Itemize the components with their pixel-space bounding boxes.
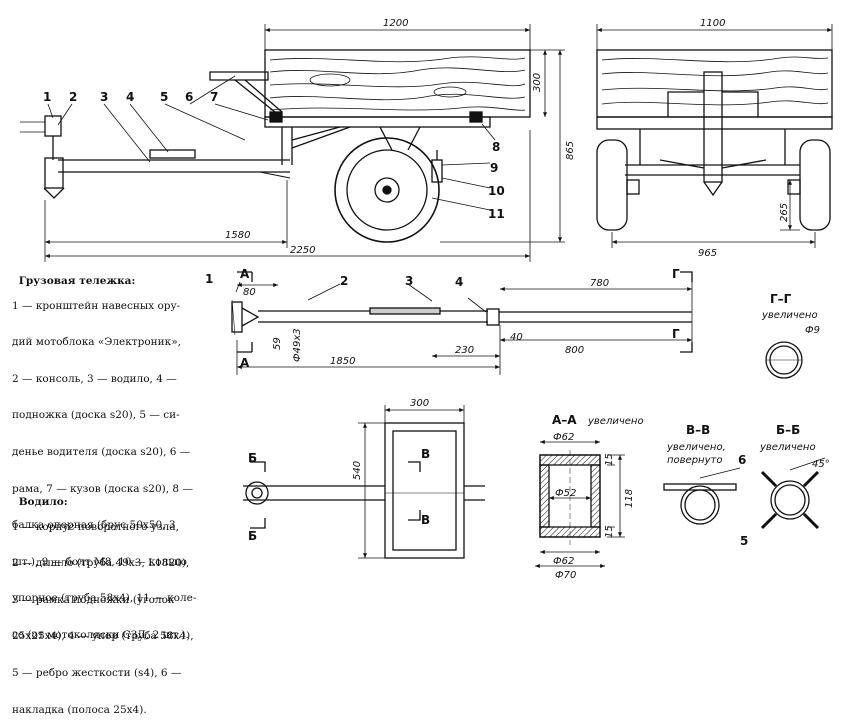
wheel-right [799, 139, 831, 231]
section-vv-note1: увеличено, [666, 442, 726, 453]
dim-d52: Ф52 [555, 488, 576, 499]
dim-540: 540 [352, 461, 363, 480]
dim-800: 800 [565, 345, 584, 356]
plan-callout-4: 4 [455, 275, 463, 289]
dim-2250: 2250 [290, 245, 315, 256]
plan-callout-2: 2 [340, 274, 348, 288]
dim-d9: Ф9 [805, 325, 820, 336]
dim-1850: 1850 [330, 356, 355, 367]
caption-line: 2 — дышло (труба 49x3, L1820), [12, 557, 190, 570]
caption-line: рама, 7 — кузов (доска s20), 8 — [12, 482, 193, 495]
section-bb-title: Б–Б [776, 423, 800, 437]
callout-5: 5 [160, 90, 168, 104]
front-view [596, 49, 833, 231]
caption-line: накладка (полоса 25x4). [12, 703, 147, 716]
dim-965: 965 [698, 248, 717, 259]
section-vv-note2: повернуто [667, 455, 722, 466]
cut-v-bottom: В [421, 513, 430, 527]
caption-line: шт.), 9 — болт М8, 10 — кольцо [12, 555, 187, 568]
section-vv-title: В–В [686, 423, 710, 437]
callout-3: 3 [100, 90, 108, 104]
footboard [149, 149, 196, 159]
dim-40: 40 [510, 332, 523, 343]
caption-line: балка опорная (брус 50x50, 3 [12, 519, 176, 532]
dim-300b: 300 [410, 398, 429, 409]
dim-1200: 1200 [383, 18, 408, 29]
caption-line: денье водителя (доска s20), 6 — [12, 446, 191, 459]
section-gg [765, 341, 803, 379]
section-aa-note: увеличено [587, 416, 644, 427]
callout-7: 7 [210, 90, 218, 104]
dim-265: 265 [779, 203, 790, 222]
caption-line: 1 — кронштейн навесных ору- [12, 299, 181, 312]
caption-line: 25x25x4), 4 — упор (труба 58x4), [12, 630, 194, 643]
callout-1: 1 [43, 90, 51, 104]
side-view [20, 49, 531, 243]
caption-line: дий мотоблока «Электроник», [12, 336, 181, 349]
plan-callout-1: 1 [205, 272, 213, 286]
dim-45deg: 45° [812, 459, 830, 470]
dim-118: 118 [624, 489, 635, 508]
dim-230: 230 [455, 345, 474, 356]
callout-6: 6 [185, 90, 193, 104]
cut-g-top: Г [672, 267, 680, 281]
dim-49x3: Ф49х3 [292, 328, 303, 362]
callout-4: 4 [126, 90, 134, 104]
footboard-plan [243, 422, 485, 559]
callout-2: 2 [69, 90, 77, 104]
caption-line: 1 — корпус поворотного узла, [12, 520, 179, 533]
section-aa-title: А–А [552, 413, 577, 427]
callout-11: 11 [488, 207, 505, 221]
callout-8: 8 [492, 140, 500, 154]
dim-80: 80 [243, 287, 256, 298]
caption-drawbar: Водило: 1 — корпус поворотного узла, 2 —… [12, 484, 194, 728]
caption-line: 2 — консоль, 3 — водило, 4 — [12, 372, 177, 385]
caption-line: подножка (доска s20), 5 — си- [12, 409, 180, 422]
wheel-left [596, 139, 628, 231]
dim-d62-bottom: Ф62 [553, 556, 574, 567]
dim-1580: 1580 [225, 230, 250, 241]
caption-drawbar-title: Водило: [18, 496, 68, 509]
dim-15-top: 15 [604, 453, 615, 466]
dim-865: 865 [565, 141, 576, 160]
caption-line: 5 — ребро жесткости (s4), 6 — [12, 667, 182, 680]
technical-drawing: 1200 1100 300 865 1580 2250 965 265 1 2 … [20, 18, 833, 581]
cut-a-bottom: А [240, 356, 250, 370]
cut-v-top: В [421, 447, 430, 461]
dim-d70: Ф70 [555, 570, 576, 581]
section-aa [539, 450, 601, 545]
dim-59: 59 [272, 337, 283, 350]
cut-b-top: Б [248, 451, 257, 465]
caption-trailer-title: Грузовая тележка: [18, 275, 136, 288]
cut-5: 5 [740, 534, 748, 548]
dim-d62-top: Ф62 [553, 432, 574, 443]
dim-300: 300 [532, 73, 543, 92]
section-gg-title: Г–Г [770, 292, 792, 306]
section-gg-note: увеличено [761, 310, 818, 321]
cut-a-top: А [240, 267, 250, 281]
section-bb [760, 457, 826, 530]
dim-15-bottom: 15 [604, 525, 615, 538]
dim-780: 780 [590, 278, 609, 289]
plan-callout-6: 6 [738, 453, 746, 467]
section-bb-note: увеличено [759, 442, 816, 453]
callout-10: 10 [488, 184, 505, 198]
caption-line: 3 — рамка подножки (уголок [12, 593, 175, 606]
dim-1100: 1100 [700, 18, 725, 29]
plan-callout-3: 3 [405, 274, 413, 288]
wheel [334, 137, 440, 243]
section-vv [663, 467, 741, 525]
callout-9: 9 [490, 161, 498, 175]
cut-g-bottom: Г [672, 327, 680, 341]
drawbar-plan [231, 299, 692, 336]
cut-b-bottom: Б [248, 529, 257, 543]
